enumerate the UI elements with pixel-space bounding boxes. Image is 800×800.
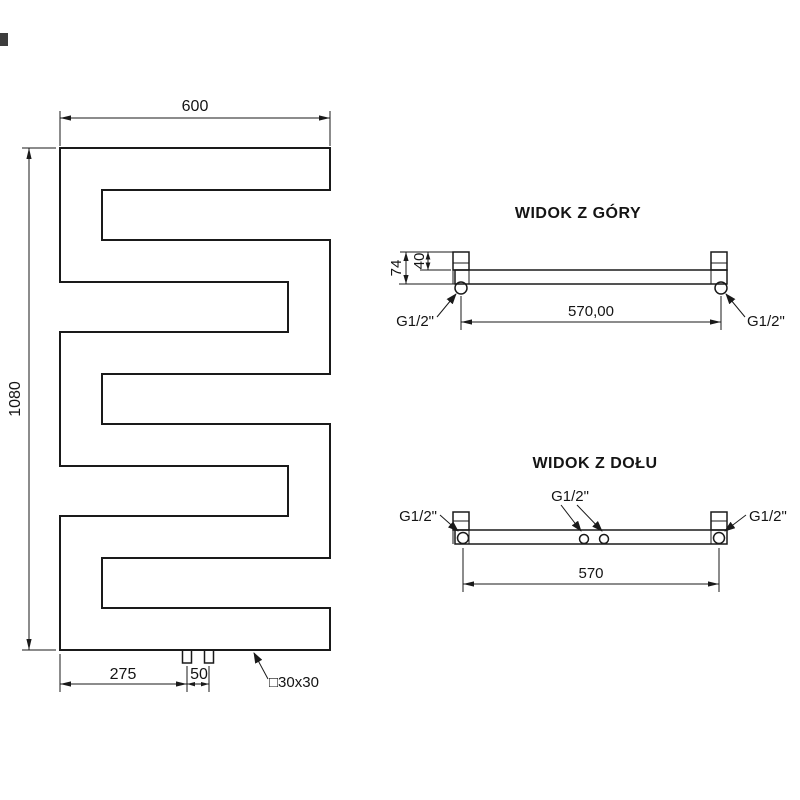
total-depth-value: 74 (388, 260, 405, 277)
top-view-tube (454, 269, 728, 285)
bottom-view-connection-labels: G1/2" G1/2" (399, 508, 787, 532)
dimension-top-spacing: 570,00 (460, 296, 722, 330)
top-view-connection-left (454, 281, 468, 295)
top-view-bracket-left (452, 251, 470, 271)
connection-stub-left (181, 649, 193, 664)
bottom-view-title: WIDOK Z DOŁU (532, 455, 657, 472)
bottom-center-connection-label: G1/2" (551, 488, 589, 505)
offset-dim-value: 275 (110, 666, 137, 683)
dimension-depth: 74 40 (388, 251, 455, 285)
top-view-bracket-right (710, 251, 728, 271)
top-right-connection-label: G1/2" (747, 313, 785, 330)
dimension-bottom-connections: 275 50 (59, 654, 210, 692)
width-dim-value: 600 (182, 98, 209, 115)
bottom-left-connection-label: G1/2" (399, 508, 437, 525)
bottom-view-connection-left (456, 531, 470, 545)
profile-label: □30x30 (269, 674, 319, 691)
edge-artifact (0, 33, 8, 46)
dimension-width: 600 (59, 98, 331, 146)
bottom-view-center-connection-1 (578, 533, 590, 545)
top-view-title: WIDOK Z GÓRY (515, 203, 641, 222)
bottom-view: WIDOK Z DOŁU G1/2" G1/2" G1/2" 570 (399, 455, 787, 592)
bottom-right-connection-label: G1/2" (749, 508, 787, 525)
bottom-view-connection-right (712, 531, 726, 545)
radiator-outline (59, 147, 331, 651)
top-view: WIDOK Z GÓRY 74 40 570,00 (388, 203, 785, 330)
dimension-height: 1080 (7, 147, 56, 651)
bottom-view-center-connection-2 (598, 533, 610, 545)
connection-stub-right (203, 649, 215, 664)
front-view: 600 1080 275 50 □30x30 (7, 98, 331, 692)
top-view-connection-right (714, 281, 728, 295)
bottom-view-tube (454, 529, 728, 545)
bottom-spacing-value: 570 (578, 565, 603, 582)
bracket-depth-value: 40 (411, 253, 428, 270)
top-left-connection-label: G1/2" (396, 313, 434, 330)
profile-callout: □30x30 (253, 652, 319, 691)
dimension-bottom-spacing: 570 (462, 548, 720, 592)
top-view-connection-labels: G1/2" G1/2" (396, 293, 785, 330)
height-dim-value: 1080 (7, 381, 24, 417)
spacing-dim-value: 50 (190, 666, 208, 683)
top-spacing-value: 570,00 (568, 303, 614, 320)
